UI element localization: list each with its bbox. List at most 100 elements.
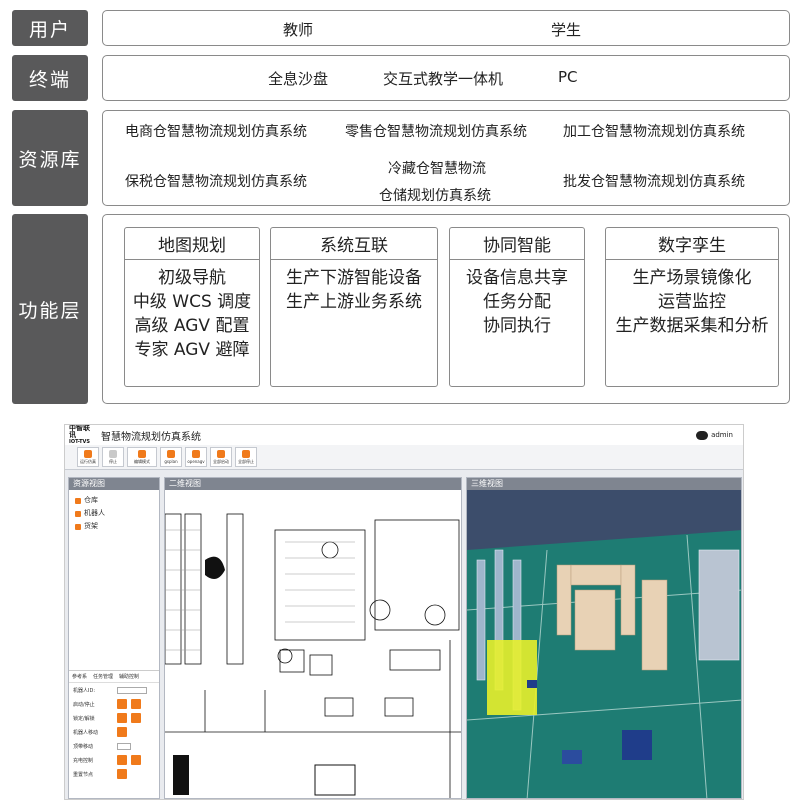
terminal-item-pc: PC [558,68,578,86]
function-layer-box: 地图规划 初级导航 中级 WCS 调度 高级 AGV 配置 专家 AGV 避障 … [102,214,790,404]
agv-robot [527,680,537,688]
2d-view-panel: 二维视图 [164,477,462,799]
stop-all-button[interactable]: 全部停止 [235,447,257,467]
reset-node-button[interactable] [117,769,127,779]
card-digital-twin: 数字孪生 生产场景镜像化 运营监控 生产数据采集和分析 [605,227,779,387]
shelf-block [374,519,460,631]
user-item-teacher: 教师 [283,21,314,39]
user-layer: 用户 教师 学生 [12,10,790,46]
2d-view-header: 二维视图 [165,478,461,490]
agv-marker [424,604,446,626]
lock-button[interactable] [117,713,127,723]
edit-mode-button[interactable]: 编辑模式 [127,447,157,467]
charge-button[interactable] [117,755,127,765]
shelf-block-filled [173,755,189,795]
card-item: 设备信息共享 [466,268,568,288]
start-all-icon [217,449,225,458]
3d-view-header: 三维视图 [467,478,741,490]
control-row: 充电控制 [69,753,159,767]
resource-bonded: 保税仓智慧物流规划仿真系统 [125,174,307,190]
resources-layer: 资源库 电商仓智慧物流规划仿真系统 零售仓智慧物流规划仿真系统 加工仓智慧物流规… [12,110,790,206]
resource-view-panel: 资源视图 仓库 机器人 货架 参考系 任务管理 辅助控制 机器人ID: 启动/停… [68,477,160,799]
shelf-block [226,513,244,665]
card-item: 高级 AGV 配置 [134,316,250,336]
agv-marker [369,599,391,621]
shelf-block [274,529,366,641]
tab-task-management[interactable]: 任务管理 [93,674,114,680]
card-system-interconnect: 系统互联 生产下游智能设备 生产上游业务系统 [270,227,438,387]
charge-stop-button[interactable] [131,755,141,765]
move-button[interactable] [117,727,127,737]
cargo-stack [641,579,668,671]
station [324,697,354,717]
resource-cold-storage-line1: 冷藏仓智慧物流 [388,161,486,177]
stop-all-icon [242,449,250,458]
user-layer-label: 用户 [12,10,88,46]
3d-warehouse-render [467,490,741,798]
agv-robot [622,730,652,760]
terminal-item-interactive-display: 交互式教学一体机 [383,70,504,88]
resource-retail: 零售仓智慧物流规划仿真系统 [345,124,527,140]
2d-map-canvas[interactable] [165,490,461,798]
app-toolbar: 运行仿真 停止 编辑模式 gsplan openagv 全部启动 全部停止 [65,445,743,470]
user-menu[interactable]: admin [696,430,733,440]
user-item-student: 学生 [551,21,582,39]
robot-id-select[interactable] [117,686,147,694]
stop-button[interactable] [131,699,141,709]
control-tabs: 参考系 任务管理 辅助控制 [69,671,159,683]
card-title: 系统互联 [271,228,437,260]
stop-button[interactable]: 停止 [102,447,124,467]
openagv-button[interactable]: openagv [185,447,207,467]
card-item: 专家 AGV 避障 [134,340,250,360]
gsplan-button[interactable]: gsplan [160,447,182,467]
station [309,654,333,676]
station [279,649,305,673]
agv-marker [277,648,293,664]
tab-assist-control[interactable]: 辅助控制 [119,674,140,680]
warehouse-icon [75,497,81,504]
function-layer: 功能层 地图规划 初级导航 中级 WCS 调度 高级 AGV 配置 专家 AGV… [12,214,790,404]
cargo-stack [570,564,622,586]
avatar [696,430,709,440]
tree-item-shelf[interactable]: 货架 [75,520,153,533]
tab-reference[interactable]: 参考系 [72,674,88,680]
control-row: 启动/停止 [69,697,159,711]
agv-garage [314,764,356,796]
tree-item-robot[interactable]: 机器人 [75,507,153,520]
agv-marker [321,541,339,559]
3d-scene-canvas[interactable] [467,490,741,798]
resource-processing: 加工仓智慧物流规划仿真系统 [563,124,745,140]
app-title: 智慧物流规划仿真系统 [101,431,201,443]
app-titlebar: 中智联讯 IOT-TVS 智慧物流规划仿真系统 admin [65,425,743,445]
tree-item-warehouse[interactable]: 仓库 [75,494,153,507]
cargo-stack [574,589,616,651]
cargo-stack [620,564,636,636]
station [384,697,414,717]
lift-input[interactable] [117,742,131,750]
agv-robot [562,750,582,764]
card-item: 生产上游业务系统 [286,292,422,312]
unlock-button[interactable] [131,713,141,723]
control-row: 机器人移动 [69,725,159,739]
shelf-block [165,513,182,665]
card-map-planning: 地图规划 初级导航 中级 WCS 调度 高级 AGV 配置 专家 AGV 避障 [124,227,260,387]
card-item: 中级 WCS 调度 [132,292,252,312]
stop-icon [109,449,117,458]
card-collaborative-intelligence: 协同智能 设备信息共享 任务分配 协同执行 [449,227,585,387]
robot-icon [75,510,81,517]
shelf-icon [75,523,81,530]
conveyor [389,649,441,671]
card-item: 协同执行 [483,316,551,336]
3d-view-panel: 三维视图 [466,477,742,799]
resource-ecommerce: 电商仓智慧物流规划仿真系统 [125,124,307,140]
start-all-button[interactable]: 全部启动 [210,447,232,467]
2d-warehouse-map [165,513,461,798]
card-title: 地图规划 [125,228,259,260]
card-item: 生产场景镜像化 [632,268,752,288]
app-logo: 中智联讯 IOT-TVS [69,424,91,445]
start-button[interactable] [117,699,127,709]
control-row: 重置节点 [69,767,159,781]
run-simulation-button[interactable]: 运行仿真 [77,447,99,467]
card-item: 运营监控 [658,292,726,312]
control-panel: 参考系 任务管理 辅助控制 机器人ID: 启动/停止 锁定/解锁 机器人移动 顶… [69,670,159,798]
